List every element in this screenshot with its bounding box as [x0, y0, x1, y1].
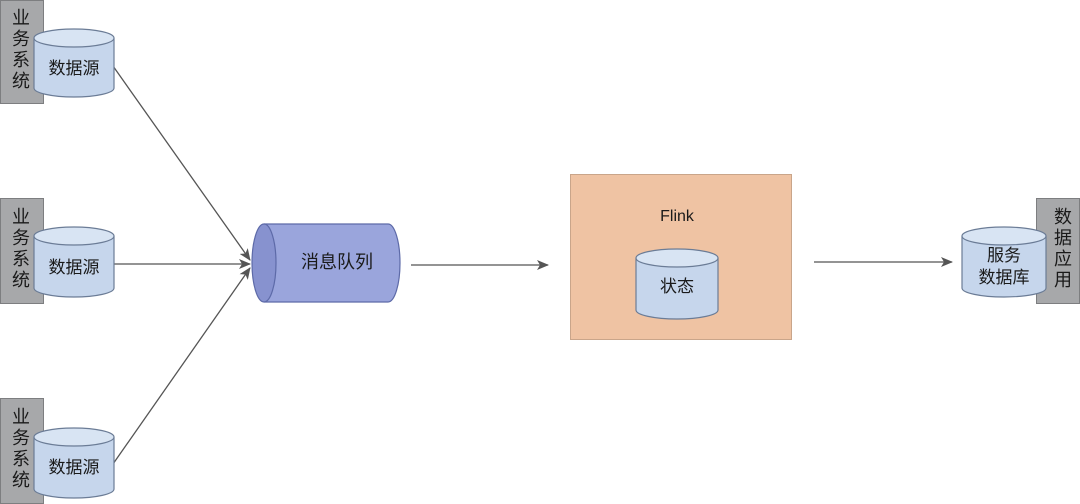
service-database-cylinder	[961, 226, 1047, 298]
data-source-cylinder	[33, 28, 115, 98]
data-source-label: 数据源	[48, 258, 100, 278]
arrow-source1-to-queue	[112, 65, 251, 261]
arrow-source3-to-queue	[112, 267, 251, 465]
data-source-label: 数据源	[48, 458, 100, 478]
business-system-label: 业 务 系 统	[12, 407, 30, 491]
data-source-cylinder	[33, 226, 115, 298]
flink-title: Flink	[660, 208, 694, 225]
business-system-label: 业 务 系 统	[12, 207, 30, 291]
service-database-label: 服务 数据库	[978, 246, 1030, 288]
data-source-label: 数据源	[48, 59, 100, 79]
state-label: 状态	[660, 277, 694, 297]
state-cylinder	[635, 248, 719, 320]
data-application-label: 数 据 应 用	[1054, 207, 1072, 291]
message-queue-cylinder	[251, 223, 401, 303]
message-queue-label: 消息队列	[301, 252, 373, 273]
business-system-label: 业 务 系 统	[12, 8, 30, 92]
data-source-cylinder	[33, 427, 115, 499]
